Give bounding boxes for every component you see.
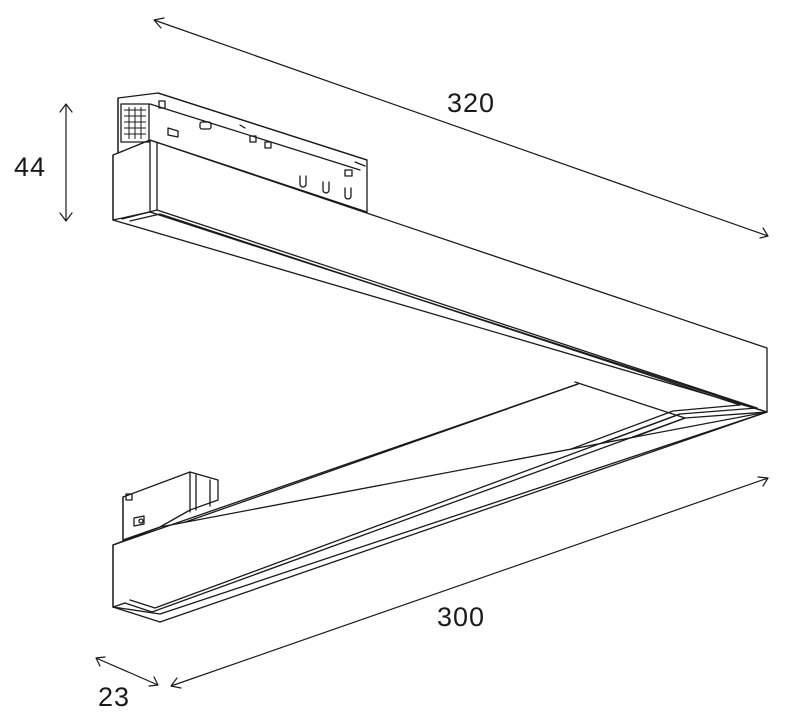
dimension-height: 44: [14, 103, 73, 222]
dimension-label-23: 23: [98, 682, 130, 712]
dimension-length-bottom: 300: [170, 476, 769, 689]
lower-profile-arm: [112, 383, 768, 623]
dimension-length-top: 320: [153, 17, 769, 239]
dimension-label-44: 44: [14, 152, 46, 182]
dimension-label-300: 300: [437, 602, 485, 632]
dimension-label-320: 320: [447, 88, 495, 118]
terminal-grid: [124, 107, 146, 139]
dimension-width: 23: [95, 656, 159, 712]
upper-track-adapter: [117, 92, 368, 213]
lower-track-adapter: [122, 471, 219, 541]
upper-profile-arm: [112, 139, 768, 413]
